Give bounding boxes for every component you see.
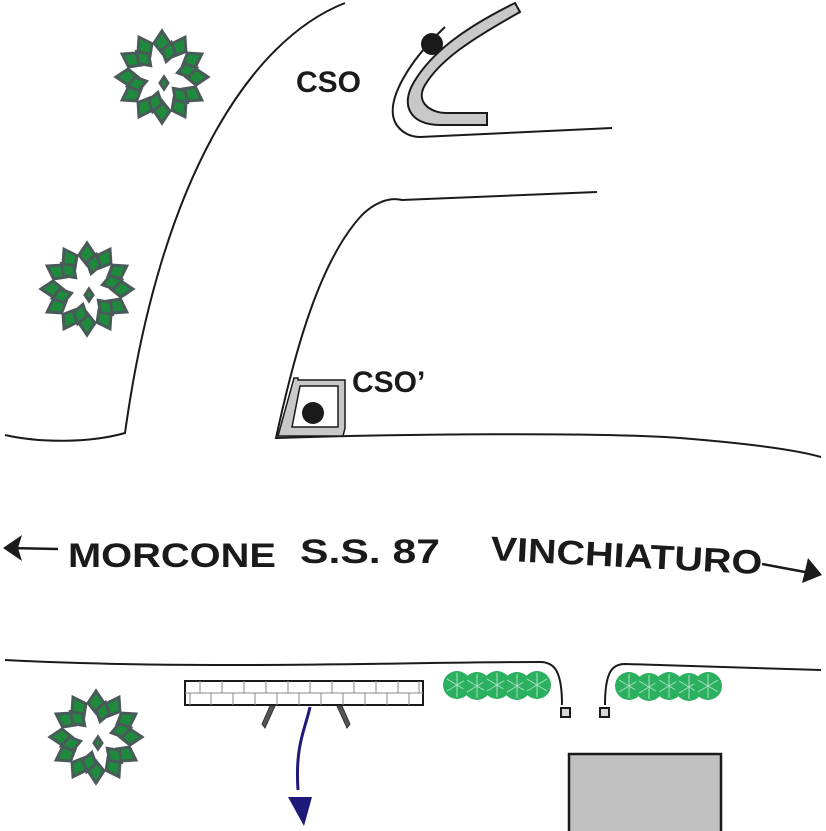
tree-bottom-left [48,689,144,785]
gate-post-left [560,707,571,718]
cso-prime-manhole-icon [302,402,324,424]
cso-label: CSO [296,66,361,99]
tree-top-left [114,29,210,125]
building [567,752,723,831]
west-destination-label: MORCONE [68,537,276,575]
wall [184,680,424,729]
road-name-label: S.S. 87 [300,533,440,571]
gate-post-right [599,707,610,718]
cso-channel [406,1,522,126]
arrow-west-icon [3,535,59,561]
hedge-right-of-gate [614,671,723,702]
tree-mid-left [39,241,135,337]
hedge-left-of-gate [442,670,552,701]
cso-manhole-icon [421,33,443,55]
flow-arrow-icon [288,706,312,826]
arrow-east-icon [761,558,822,583]
road-edge-west [4,2,346,442]
east-destination-label: VINCHIATURO [490,530,764,582]
road-edge-south [4,659,563,706]
cso-prime-chamber [277,377,346,437]
cso-prime-label: CSO’ [352,366,425,399]
road-edge-south-east [604,662,822,706]
road-edge-cso-branch [391,26,613,139]
road-edge-cso-prime-branch [274,191,822,458]
